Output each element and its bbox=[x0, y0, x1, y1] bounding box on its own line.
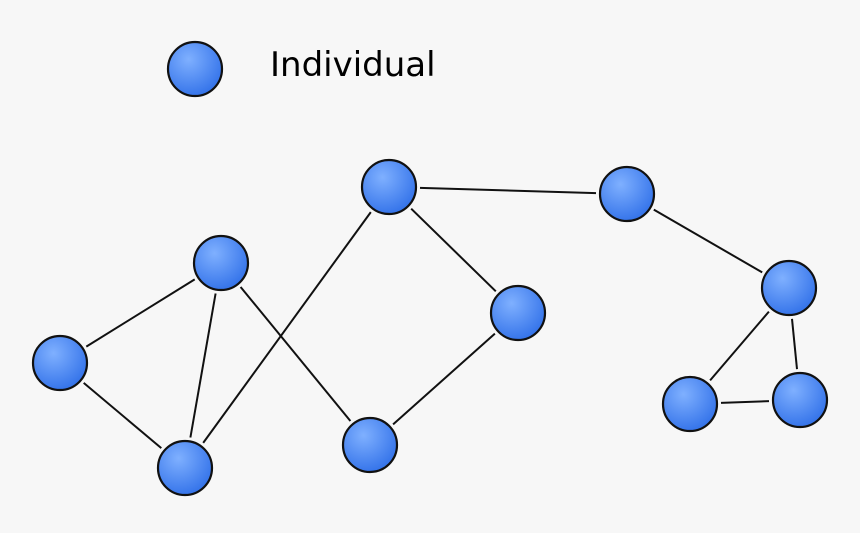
node-n4 bbox=[360, 158, 418, 216]
node-n10 bbox=[771, 371, 829, 429]
edge-n5-n8 bbox=[392, 332, 496, 426]
node-n9 bbox=[661, 375, 719, 433]
legend: Individual bbox=[166, 40, 436, 98]
edges-layer bbox=[83, 186, 798, 449]
edge-n7-n9 bbox=[709, 310, 770, 382]
node-n3 bbox=[156, 439, 214, 497]
edge-n6-n7 bbox=[653, 208, 763, 274]
node-n8 bbox=[341, 416, 399, 474]
node-n5 bbox=[489, 284, 547, 342]
edge-n2-n3 bbox=[189, 293, 217, 438]
edge-n7-n10 bbox=[791, 318, 798, 370]
node-n6 bbox=[598, 165, 656, 223]
legend-label: Individual bbox=[270, 45, 436, 85]
node-n1 bbox=[31, 334, 89, 392]
edge-n1-n3 bbox=[83, 382, 162, 449]
edge-n9-n10 bbox=[720, 400, 770, 404]
edge-n2-n1 bbox=[85, 278, 196, 348]
edge-n4-n5 bbox=[410, 207, 497, 293]
edge-n2-n8 bbox=[239, 286, 352, 422]
nodes-layer bbox=[31, 158, 829, 497]
edge-n3-n4 bbox=[202, 211, 372, 444]
edge-n4-n6 bbox=[419, 186, 597, 195]
node-n2 bbox=[192, 234, 250, 292]
node-n7 bbox=[760, 259, 818, 317]
legend-node-icon bbox=[166, 40, 224, 98]
